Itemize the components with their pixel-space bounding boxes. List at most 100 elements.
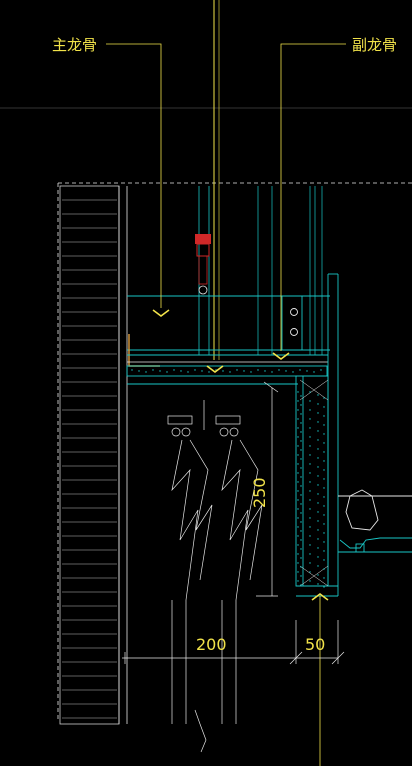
pocket-texture-dot (300, 548, 302, 550)
pocket-texture-dot (317, 493, 319, 495)
board-texture-dot (159, 370, 161, 372)
pocket-texture-dot (309, 472, 311, 474)
pocket-texture-dot (300, 449, 302, 451)
pocket-texture-dot (309, 481, 311, 483)
light-trough-profile (338, 489, 412, 553)
secondary-keel-label: 副龙骨 (352, 36, 397, 54)
pocket-texture-dot (323, 532, 325, 534)
pocket-texture-dot (323, 559, 325, 561)
pocket-texture-dot (323, 568, 325, 570)
board-texture-dot (257, 369, 259, 371)
board-texture-dot (131, 369, 133, 371)
board-texture-dot (180, 370, 182, 372)
pocket-texture-dot (300, 440, 302, 442)
pocket-texture-dot (300, 458, 302, 460)
pocket-texture-dot (300, 575, 302, 577)
pocket-texture-dot (309, 571, 311, 573)
leader-lines (106, 43, 346, 766)
pocket-texture-dot (297, 391, 299, 393)
board-texture-dot (292, 371, 294, 373)
pocket-texture-dot (323, 451, 325, 453)
pocket-texture-dot (323, 406, 325, 408)
pocket-texture-dot (323, 397, 325, 399)
pocket-texture-dot (309, 580, 311, 582)
board-texture-dot (201, 370, 203, 372)
pocket-texture-dot (297, 580, 299, 582)
pocket-texture-dot (317, 547, 319, 549)
board-texture-dot (236, 369, 238, 371)
dimension-250: 250 (250, 477, 269, 508)
pocket-texture-dot (300, 422, 302, 424)
pocket-texture-dot (309, 553, 311, 555)
pocket-texture-dot (300, 503, 302, 505)
pocket-texture-dot (309, 445, 311, 447)
pocket-texture-dot (317, 556, 319, 558)
dimension-200: 200 (196, 635, 227, 654)
pocket-texture-dot (317, 439, 319, 441)
pocket-texture-dot (323, 496, 325, 498)
pocket-texture-dot (317, 448, 319, 450)
pocket-texture-dot (297, 409, 299, 411)
pocket-texture-dot (317, 484, 319, 486)
pocket-texture-dot (300, 431, 302, 433)
pocket-texture-dot (300, 557, 302, 559)
pocket-texture-dot (297, 436, 299, 438)
hanger-rods (198, 0, 220, 360)
pocket-texture-dot (297, 463, 299, 465)
pocket-texture-dot (309, 517, 311, 519)
pocket-texture-dot (317, 421, 319, 423)
curtain-tracks (167, 400, 241, 437)
pocket-texture-dot (323, 541, 325, 543)
pocket-texture-dot (317, 565, 319, 567)
pocket-texture-dot (300, 467, 302, 469)
pocket-texture-dot (323, 433, 325, 435)
board-texture-dot (264, 370, 266, 372)
pocket-texture-dot (309, 544, 311, 546)
pocket-texture-dot (300, 512, 302, 514)
pocket-texture-dot (300, 530, 302, 532)
pocket-texture-dot (317, 394, 319, 396)
dashed-boundary (57, 182, 412, 722)
pocket-texture-dot (317, 475, 319, 477)
pocket-texture-dot (309, 535, 311, 537)
pocket-texture-dot (297, 418, 299, 420)
pocket-texture-dot (297, 571, 299, 573)
pocket-texture-dot (323, 469, 325, 471)
board-texture-dot (299, 369, 301, 371)
pocket-texture-dot (300, 566, 302, 568)
pocket-texture-dot (309, 508, 311, 510)
board-texture-dot (152, 369, 154, 371)
board-texture-dot (243, 370, 245, 372)
pocket-texture-dot (323, 487, 325, 489)
pocket-texture-dot (317, 502, 319, 504)
pocket-texture-dot (317, 457, 319, 459)
pocket-texture-dot (300, 476, 302, 478)
pocket-texture-dot (323, 514, 325, 516)
pocket-board-texture (297, 391, 325, 588)
pocket-texture-dot (297, 535, 299, 537)
board-texture-dot (194, 369, 196, 371)
pocket-texture-dot (323, 460, 325, 462)
pocket-texture-dot (297, 445, 299, 447)
pocket-texture-dot (317, 529, 319, 531)
curtain-pocket-board (295, 273, 339, 597)
pocket-texture-dot (323, 577, 325, 579)
pocket-texture-dot (297, 472, 299, 474)
board-texture-dot (278, 369, 280, 371)
board-texture-dot (173, 369, 175, 371)
pocket-texture-dot (323, 523, 325, 525)
curtain-pleats (171, 439, 263, 753)
pocket-texture-dot (317, 511, 319, 513)
pocket-texture-dot (297, 517, 299, 519)
pocket-texture-dot (309, 454, 311, 456)
pocket-texture-dot (309, 391, 311, 393)
pocket-texture-dot (297, 526, 299, 528)
pocket-texture-dot (300, 539, 302, 541)
pocket-texture-dot (317, 430, 319, 432)
pocket-texture-dot (323, 415, 325, 417)
board-texture-dot (166, 371, 168, 373)
pocket-texture-dot (297, 490, 299, 492)
pocket-texture-dot (317, 574, 319, 576)
pocket-texture-dot (297, 481, 299, 483)
